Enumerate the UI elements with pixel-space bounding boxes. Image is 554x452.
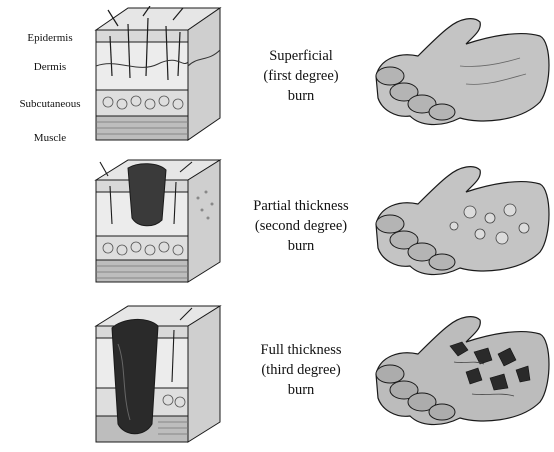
- hand-full: [370, 298, 554, 443]
- skin-cross-section-full: [88, 304, 228, 449]
- caption-full-line2: (third degree): [236, 360, 366, 380]
- label-epidermis: Epidermis: [0, 32, 100, 44]
- caption-partial: Partial thickness (second degree) burn: [236, 196, 366, 256]
- caption-full-line1: Full thickness: [236, 340, 366, 360]
- hand-partial: [370, 152, 554, 287]
- skin-cross-section-superficial: [88, 6, 228, 146]
- caption-partial-line2: (second degree): [236, 216, 366, 236]
- skin-cross-section-icon: [88, 158, 228, 288]
- hand-superficial: [370, 6, 554, 136]
- hand-icon: [370, 298, 554, 443]
- hand-icon: [370, 6, 554, 136]
- caption-full: Full thickness (third degree) burn: [236, 340, 366, 400]
- caption-superficial: Superficial (first degree) burn: [236, 46, 366, 106]
- skin-cross-section-icon: [88, 6, 228, 146]
- caption-full-line3: burn: [236, 380, 366, 400]
- caption-superficial-line1: Superficial: [236, 46, 366, 66]
- caption-partial-line3: burn: [236, 236, 366, 256]
- skin-cross-section-icon: [88, 304, 228, 449]
- caption-superficial-line3: burn: [236, 86, 366, 106]
- hand-icon: [370, 152, 554, 287]
- caption-partial-line1: Partial thickness: [236, 196, 366, 216]
- label-dermis: Dermis: [0, 61, 100, 73]
- label-subcutaneous: Subcutaneous: [0, 98, 100, 110]
- skin-cross-section-partial: [88, 158, 228, 288]
- caption-superficial-line2: (first degree): [236, 66, 366, 86]
- label-muscle: Muscle: [0, 132, 100, 144]
